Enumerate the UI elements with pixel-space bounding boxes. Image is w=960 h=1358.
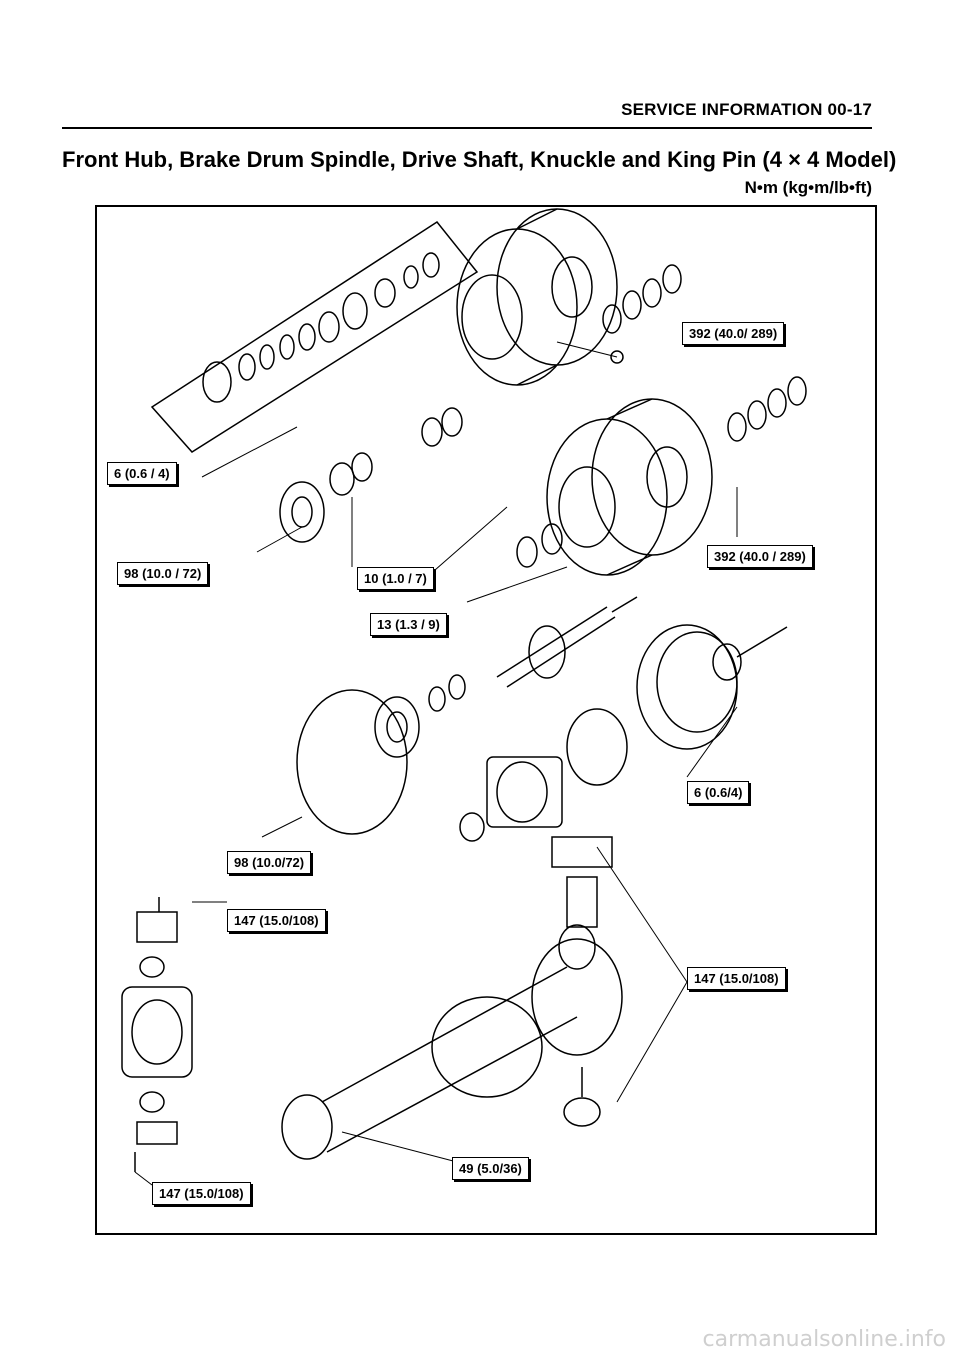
brake-drum-upper [456,208,682,386]
locking-hub [279,407,463,543]
leader-lines [134,341,738,1186]
inset-panel [150,221,479,453]
torque-label-spindle-bolt: 98 (10.0/72) [227,851,312,874]
torque-label-king-pin-lower-left: 147 (15.0/108) [152,1182,251,1205]
torque-label-hub-nut-upper: 392 (40.0/ 289) [682,322,785,345]
watermark: carmanualsonline.info [702,1327,946,1352]
knuckle [459,756,563,842]
torque-label-king-pin-right: 147 (15.0/108) [687,967,786,990]
torque-label-locking-hub: 98 (10.0 / 72) [117,562,209,585]
torque-label-hub-bolt: 6 (0.6 / 4) [107,462,177,485]
parts-drawing [121,208,807,1186]
torque-label-hub-nut-lower: 392 (40.0 / 289) [707,545,813,568]
brake-drum-lower [516,376,807,576]
backing-plate [296,689,420,835]
seal-housing [566,624,788,786]
torque-label-lock-screw: 10 (1.0 / 7) [357,567,434,590]
torque-label-axle-bolt: 49 (5.0/36) [452,1157,529,1180]
knuckle-king-pin-left [121,897,193,1172]
drive-shaft [428,596,638,712]
section-header: SERVICE INFORMATION 00-17 [621,100,872,119]
torque-units: N•m (kg•m/lb•ft) [744,178,872,197]
torque-label-seal-bolt: 6 (0.6/4) [687,781,750,804]
header-rule [62,127,872,129]
exploded-diagram: 392 (40.0/ 289) 6 (0.6 / 4) 392 (40.0 / … [95,205,877,1235]
page-title: Front Hub, Brake Drum Spindle, Drive Sha… [62,147,897,172]
torque-label-drum-screw: 13 (1.3 / 9) [370,613,447,636]
page-header: SERVICE INFORMATION 00-17 [62,100,872,130]
torque-label-king-pin-upper-left: 147 (15.0/108) [227,909,326,932]
hub-small-parts [202,252,440,403]
axle-housing [281,836,623,1160]
